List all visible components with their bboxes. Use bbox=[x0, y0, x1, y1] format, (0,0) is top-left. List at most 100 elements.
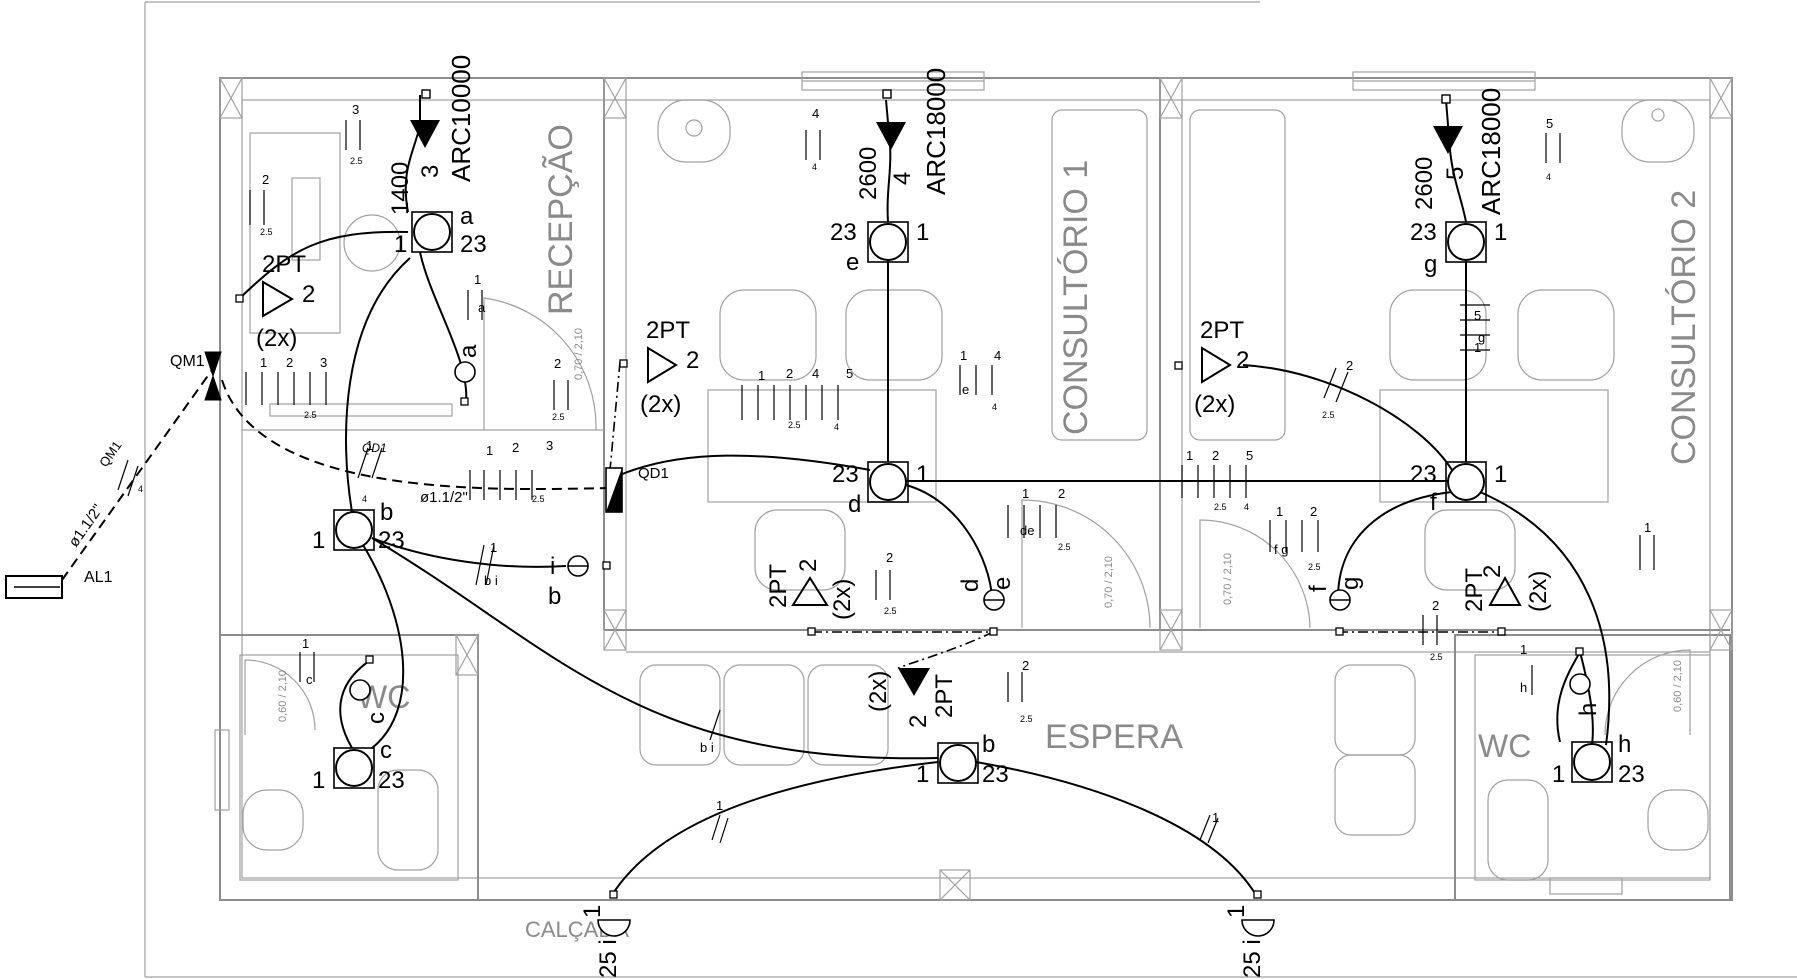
tag-s25: 2.5 bbox=[1322, 410, 1335, 420]
ac-units: ARC10000 3 1400 ARC18000 4 2600 ARC18000… bbox=[387, 55, 1506, 215]
tag-s25: 2.5 bbox=[884, 606, 897, 616]
tag-n1: 1 bbox=[486, 443, 493, 458]
ac-unit-consultorio2: ARC18000 5 2600 bbox=[1411, 88, 1506, 215]
outlet-label: 2PT bbox=[262, 251, 306, 278]
tag-n1: 1 bbox=[474, 272, 481, 287]
outlet-label: 2PT bbox=[765, 564, 792, 608]
light-left: 1 bbox=[312, 767, 325, 794]
tag-s25: 2.5 bbox=[1058, 542, 1071, 552]
outlet-label: 2PT bbox=[1200, 317, 1244, 344]
exterior-num: 1 bbox=[1223, 905, 1250, 918]
tag-s25: 2.5 bbox=[350, 156, 363, 166]
switch-c: c bbox=[349, 655, 390, 724]
light-switch-id: b bbox=[982, 731, 995, 758]
light-left: 1 bbox=[916, 761, 929, 788]
light-right: 1 bbox=[916, 461, 929, 488]
outlet-consultorio2-low: 2PT 2 (2x) bbox=[1461, 565, 1552, 636]
tag-s25: 2.5 bbox=[1020, 714, 1033, 724]
tag-n2: 2 bbox=[1212, 448, 1219, 463]
tag-n3: 3 bbox=[546, 438, 553, 453]
tag-n2: 2 bbox=[886, 550, 893, 565]
light-switch-id: h bbox=[1618, 731, 1631, 758]
switch-fg: f g bbox=[1305, 577, 1364, 636]
door-dim-consultorio2: 0,70 / 2,10 bbox=[1222, 553, 1234, 605]
room-label-consultorio2: CONSULTÓRIO 2 bbox=[1665, 190, 1703, 465]
tag-n4: 4 bbox=[812, 366, 819, 381]
exterior-lights: 1 25 i 1 25 i bbox=[579, 890, 1275, 978]
switch-label-g: g bbox=[1337, 577, 1364, 590]
switch-label-e: e bbox=[989, 577, 1016, 590]
outlet-circuit: 2 bbox=[686, 347, 699, 374]
tag-n2: 2 bbox=[786, 366, 793, 381]
tag-n4: 4 bbox=[812, 162, 817, 172]
tag-s25: 2.5 bbox=[1430, 652, 1443, 662]
light-left: 23 bbox=[1410, 219, 1437, 246]
switch-label: i bbox=[550, 553, 555, 580]
outlet-consultorio1: 2PT 2 (2x) bbox=[765, 559, 856, 636]
light-switch-id: d bbox=[848, 491, 861, 518]
outlet-count: (2x) bbox=[865, 671, 892, 712]
light-h: h 1 23 bbox=[1552, 731, 1645, 788]
light-a: a 1 23 bbox=[394, 203, 487, 258]
tag-n4: 4 bbox=[1244, 502, 1249, 512]
switch-label: c bbox=[363, 712, 390, 724]
tag-s25: 2.5 bbox=[788, 420, 801, 430]
ac-circuit: 5 bbox=[1442, 167, 1469, 180]
switch-h: h bbox=[1569, 647, 1602, 716]
outlet-circuit: 2 bbox=[905, 715, 932, 728]
ac-power: 2600 bbox=[855, 147, 882, 200]
tag-n5: 5 bbox=[1474, 308, 1481, 323]
tag-n1: 1 bbox=[960, 348, 967, 363]
light-b-espera: b 1 23 bbox=[916, 731, 1009, 788]
tag-n3: 3 bbox=[320, 355, 327, 370]
light-left: 23 bbox=[830, 219, 857, 246]
tag-h: h bbox=[1520, 680, 1527, 695]
light-b: b 1 23 bbox=[312, 499, 405, 554]
panel-al1: AL1 bbox=[5, 569, 113, 599]
tag-n3: 3 bbox=[352, 102, 359, 117]
room-labels: RECEPÇÃO CONSULTÓRIO 1 CONSULTÓRIO 2 ESP… bbox=[357, 124, 1703, 942]
conductor-ticks: 1 2 3 2.5 1 2 3 2.5 1 2 4 5 2.5 4 1 2 5 … bbox=[117, 102, 1655, 844]
light-right: 1 bbox=[916, 219, 929, 246]
tag-bi: b i bbox=[484, 573, 498, 588]
outlet-count: (2x) bbox=[640, 391, 681, 418]
switch-label-b: b bbox=[548, 583, 561, 610]
sheet-frame bbox=[144, 1, 1797, 978]
light-switch-id: e bbox=[846, 249, 859, 276]
room-label-wc-right: WC bbox=[1478, 728, 1531, 764]
room-label-consultorio1: CONSULTÓRIO 1 bbox=[1057, 160, 1095, 435]
tag-n4: 4 bbox=[1546, 172, 1551, 182]
outlet-recepcao-door: 2PT 2 (2x) bbox=[619, 317, 699, 418]
tag-s25: 2.5 bbox=[304, 410, 317, 420]
tag-n2: 2 bbox=[1058, 486, 1065, 501]
tag-n1: 1 bbox=[1212, 810, 1219, 825]
outlet-recepcao: 2PT 2 (2x) bbox=[235, 251, 315, 352]
ac-label: ARC18000 bbox=[1476, 88, 1506, 215]
tag-de: de bbox=[1020, 523, 1034, 538]
light-switch-id: f bbox=[1430, 489, 1437, 516]
outlets: 2PT 2 (2x) 2PT 2 (2x) 2PT 2 (2x) (2x) 2 … bbox=[235, 251, 1552, 728]
room-label-espera: ESPERA bbox=[1045, 718, 1183, 756]
switch-label: h bbox=[1575, 703, 1602, 716]
light-right: 23 bbox=[1618, 761, 1645, 788]
furniture bbox=[242, 99, 1709, 881]
light-left: 1 bbox=[1552, 761, 1565, 788]
panel-qm1: QM1 bbox=[170, 351, 222, 401]
tag-s25: 2.5 bbox=[552, 412, 565, 422]
ac-power: 2600 bbox=[1411, 157, 1438, 210]
ac-unit-recepcao: ARC10000 3 1400 bbox=[387, 55, 476, 215]
light-right: 23 bbox=[378, 527, 405, 554]
light-left: 23 bbox=[832, 461, 859, 488]
tag-n4: 4 bbox=[834, 422, 839, 432]
light-right: 23 bbox=[378, 767, 405, 794]
tag-n1: 1 bbox=[1022, 486, 1029, 501]
tag-n4: 4 bbox=[994, 348, 1001, 363]
outlet-count: (2x) bbox=[1194, 391, 1235, 418]
exterior-light-right: 1 25 i bbox=[1223, 890, 1275, 978]
outlet-label: 2PT bbox=[931, 674, 958, 718]
light-switch-id: b bbox=[380, 499, 393, 526]
tag-n5: 5 bbox=[846, 366, 853, 381]
wiring bbox=[61, 95, 1611, 896]
outlet-label: 2PT bbox=[1461, 568, 1488, 612]
tag-n1: 1 bbox=[716, 798, 723, 813]
